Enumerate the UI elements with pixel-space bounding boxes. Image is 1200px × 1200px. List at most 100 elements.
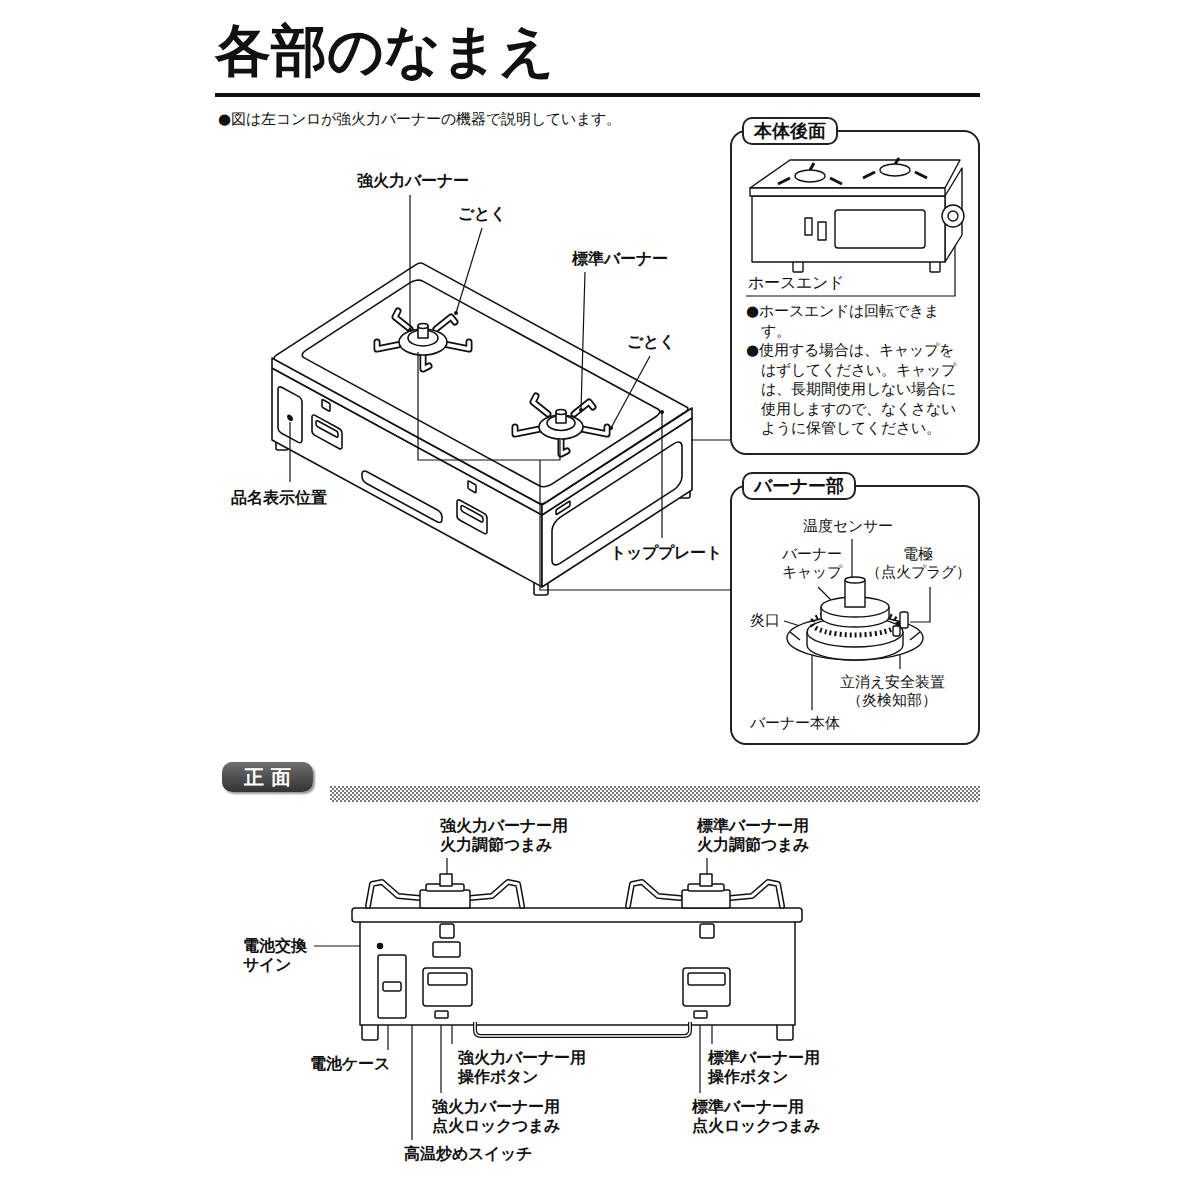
- burner-detail-illustration: [845, 580, 865, 607]
- front-view-illustration: [383, 982, 401, 991]
- stove-illustration: [322, 399, 330, 411]
- part-label: 電池交換 サイン: [243, 936, 307, 974]
- section-tab: 正 面: [222, 762, 313, 792]
- rear-view-illustration: [880, 164, 910, 176]
- part-label: 標準バーナー: [572, 249, 668, 268]
- part-label: ホースエンド: [748, 273, 844, 292]
- rear-view-illustration: [750, 188, 945, 196]
- title-rule: [215, 93, 980, 97]
- rear-view-illustration: [778, 158, 927, 184]
- note-text: ●ホースエンドは回転できます。: [746, 302, 968, 341]
- front-view-illustration: [440, 874, 452, 886]
- part-label: 温度センサー: [803, 517, 893, 535]
- stove-illustration: [312, 414, 342, 450]
- front-view-illustration: [352, 908, 802, 922]
- leader-lines: [409, 195, 410, 330]
- part-label: 炎口: [750, 611, 780, 629]
- leader-lines: [851, 539, 852, 578]
- front-view-illustration: [683, 968, 730, 1006]
- burner-detail-illustration: [893, 626, 900, 636]
- stove-illustration: [468, 481, 476, 493]
- front-view-illustration: [378, 955, 406, 1018]
- burner-detail-illustration: [787, 577, 923, 660]
- stove-illustration: [377, 311, 469, 369]
- leader-lines: [456, 228, 482, 313]
- front-view-illustration: [475, 1022, 690, 1036]
- rear-view-illustration: [752, 196, 945, 262]
- front-view-illustration: [428, 973, 467, 985]
- part-label: 強火力バーナー用 点火ロックつまみ: [432, 1097, 560, 1135]
- rear-view-illustration: [778, 158, 927, 184]
- part-label: 立消え安全装置 （炎検知部）: [840, 673, 945, 709]
- leader-lines: [699, 1018, 700, 1093]
- rear-view-illustration: [750, 158, 964, 272]
- rear-view-panel: 本体後面●ホースエンドは回転できます。●使用する場合は、キャップをはずしてくださ…: [730, 130, 980, 455]
- leader-lines: [440, 1018, 441, 1093]
- front-view-illustration: [378, 944, 383, 949]
- leader-lines: [910, 587, 930, 622]
- note-text: ●使用する場合は、キャップをはずしてください。キャップは、長期間使用しない場合に…: [746, 341, 968, 439]
- leader-lines: [540, 460, 730, 590]
- stove-illustration: [288, 414, 292, 421]
- stove-illustration: [299, 278, 663, 489]
- front-view-illustration: [360, 920, 795, 1025]
- section-band: [330, 786, 980, 802]
- note-text: ●図は左コンロが強火力バーナーの機器で説明しています。: [218, 110, 621, 128]
- stove-illustration: [457, 499, 487, 535]
- part-label: 標準バーナー用 点火ロックつまみ: [692, 1097, 820, 1135]
- part-label: 電極 （点火プラグ）: [866, 545, 971, 581]
- stove-illustration: [377, 311, 469, 369]
- stove-illustration: [556, 410, 566, 415]
- leader-lines: [581, 272, 585, 410]
- front-view-illustration: [352, 874, 802, 1040]
- leader-lines: [661, 412, 662, 538]
- rear-view-illustration: [795, 170, 825, 182]
- leader-dots: [609, 426, 613, 430]
- burner-detail-illustration: [900, 612, 908, 628]
- stove-illustration: [377, 311, 469, 369]
- part-label: 標準バーナー用 操作ボタン: [708, 1048, 820, 1086]
- front-view-illustration: [682, 890, 730, 908]
- panel-heading: バーナー部: [742, 472, 856, 500]
- leader-dots: [408, 328, 412, 332]
- section-heading: 正 面: [244, 764, 291, 790]
- part-label: ごとく: [458, 204, 506, 223]
- stove-illustration: [272, 262, 690, 505]
- front-view-illustration: [700, 874, 712, 886]
- part-label: 品名表示位置: [231, 488, 327, 507]
- part-label: 標準バーナー用 火力調節つまみ: [697, 816, 809, 854]
- front-view-illustration: [435, 1011, 448, 1018]
- stove-illustration: [461, 505, 483, 523]
- leader-lines: [811, 652, 812, 710]
- leader-lines: [289, 422, 290, 482]
- leader-lines: [692, 439, 730, 440]
- stove-illustration: [316, 420, 338, 438]
- part-label: 強火力バーナー用 操作ボタン: [458, 1048, 586, 1086]
- front-view-illustration: [423, 968, 472, 1006]
- title-rule: [215, 93, 980, 97]
- leader-lines: [290, 195, 955, 1140]
- stove-illustration: [362, 469, 442, 525]
- panel-body: ●ホースエンドは回転できます。●使用する場合は、キャップをはずしてください。キャ…: [746, 302, 968, 439]
- rear-view-illustration: [818, 222, 826, 240]
- page-title: 各部のなまえ: [215, 16, 555, 86]
- stove-illustration: [272, 262, 690, 505]
- stove-illustration: [515, 396, 607, 454]
- rear-view-illustration: [805, 218, 812, 235]
- part-label: バーナー本体: [750, 714, 840, 732]
- rear-view-illustration: [942, 205, 964, 227]
- burner-detail-illustration: [845, 577, 865, 583]
- stove-illustration: [515, 396, 607, 454]
- part-label: 強火力バーナー: [357, 171, 469, 190]
- front-view-illustration: [420, 890, 470, 908]
- rear-view-illustration: [835, 210, 925, 248]
- part-label: 強火力バーナー用 火力調節つまみ: [440, 816, 568, 854]
- stove-illustration: [515, 396, 607, 454]
- panel-heading: 本体後面: [742, 117, 838, 145]
- front-view-illustration: [440, 924, 454, 938]
- front-view-illustration: [475, 1022, 690, 1036]
- rear-view-illustration: [948, 211, 958, 221]
- front-view-illustration: [688, 973, 725, 985]
